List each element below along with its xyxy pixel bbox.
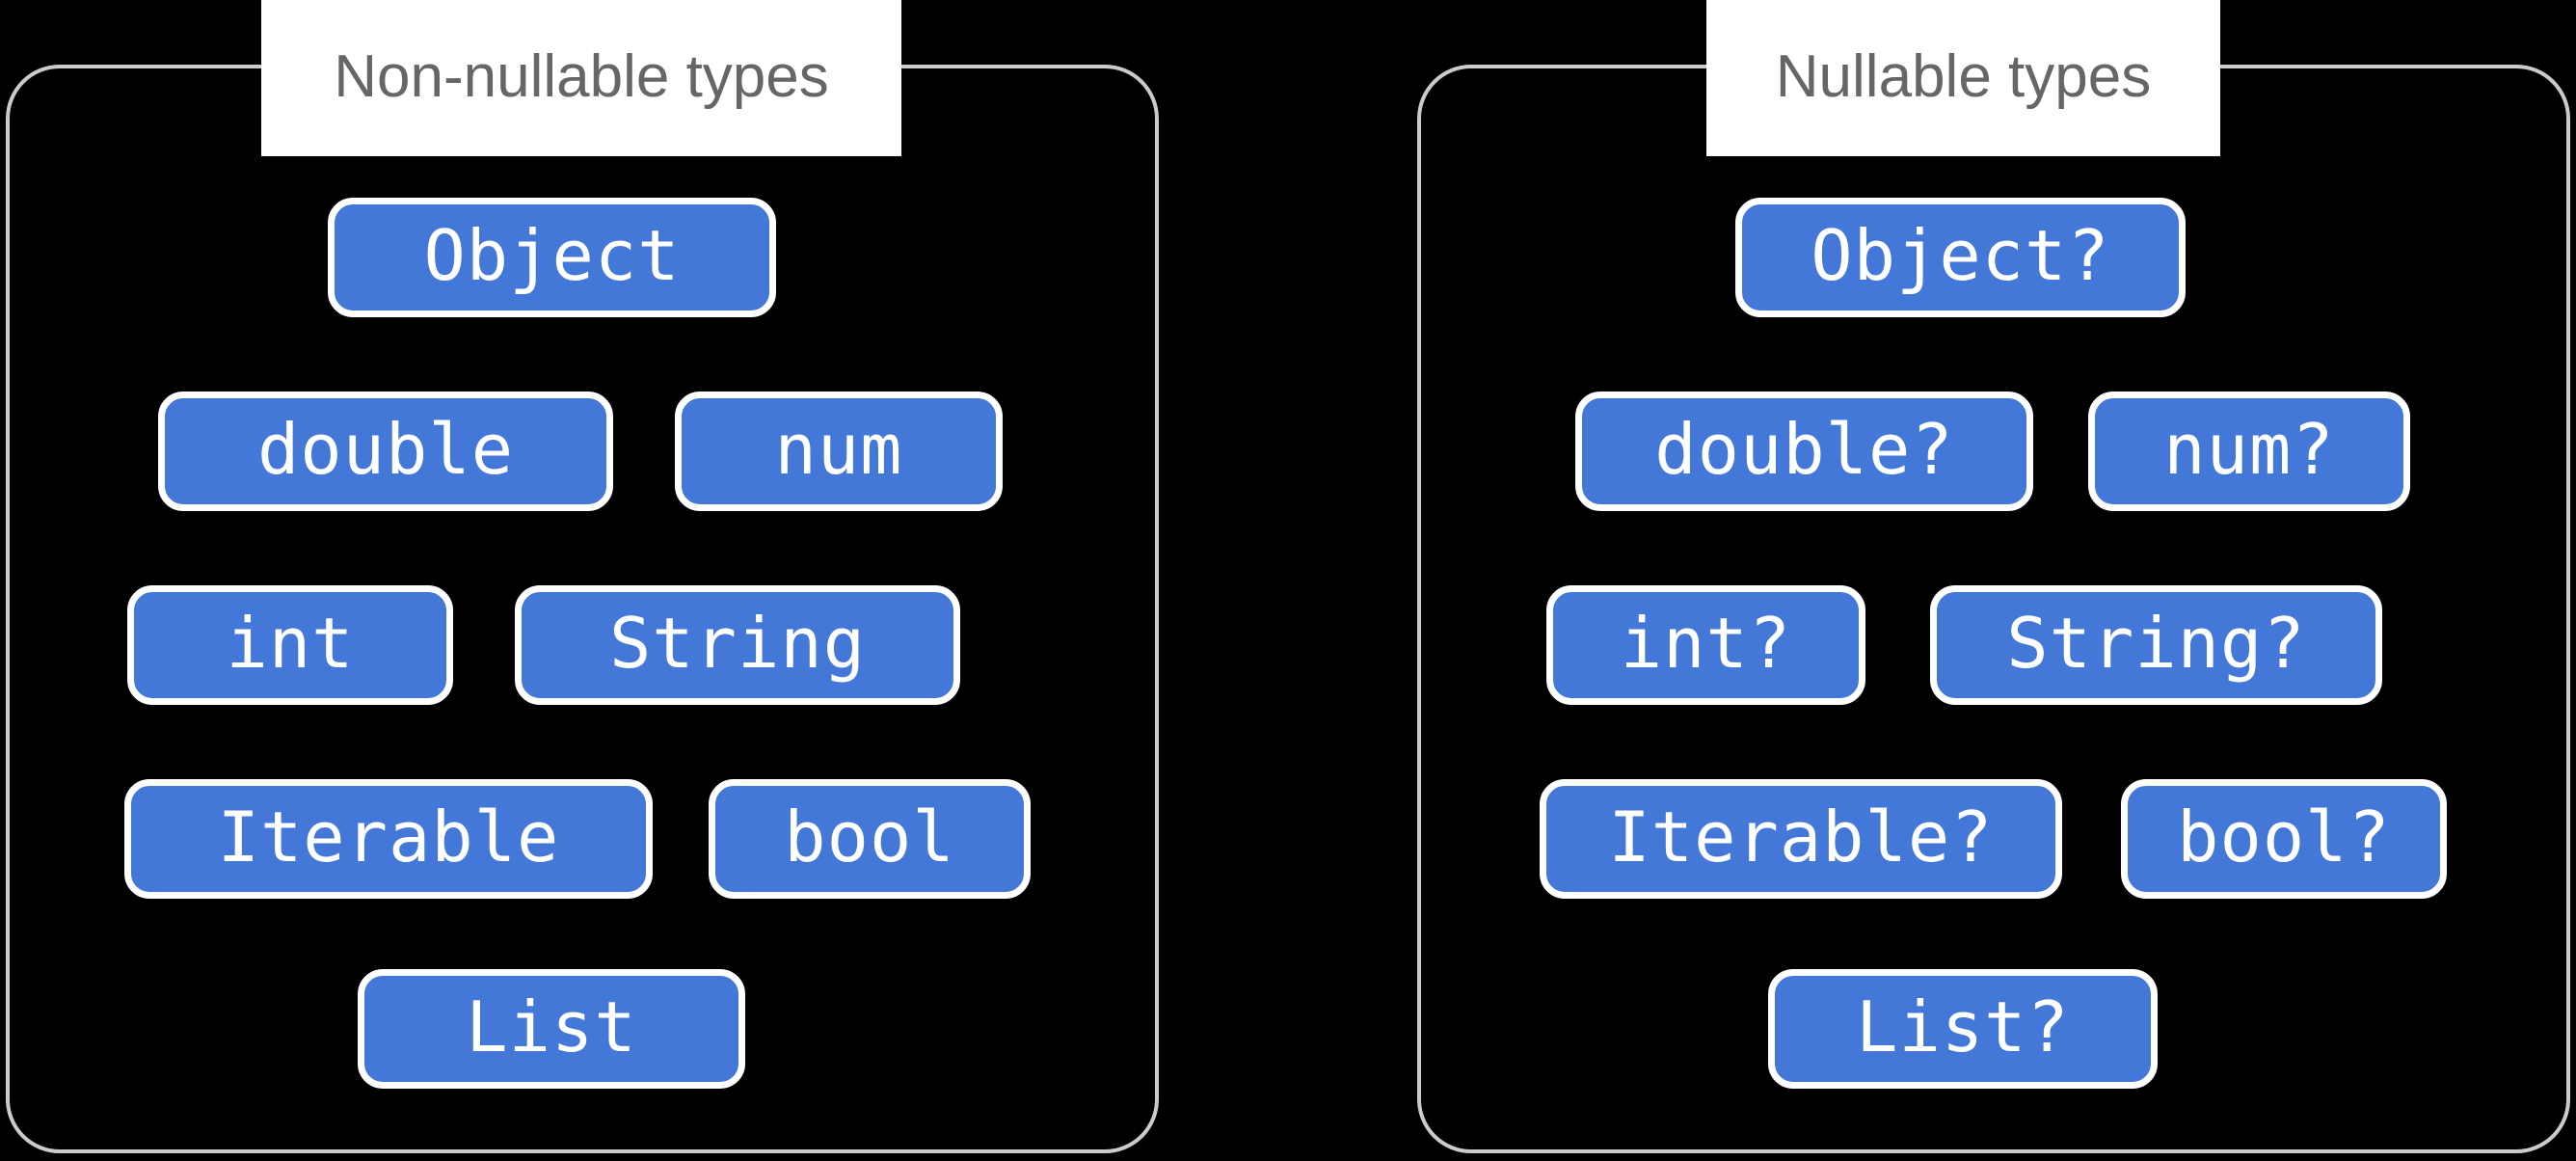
type-pill-bool: bool <box>709 779 1031 899</box>
type-pill-label: int <box>226 603 355 684</box>
type-pill-object: Object <box>328 198 776 317</box>
type-pill-label: List <box>466 986 637 1067</box>
type-pill-label: Iterable? <box>1608 796 1994 878</box>
type-pill-label: num <box>774 409 903 490</box>
non-nullable-title-tab: Non-nullable types <box>261 0 901 156</box>
type-pill-int: int <box>127 585 453 705</box>
type-pill-object-nullable: Object? <box>1735 198 2186 317</box>
type-pill-double: double <box>158 392 613 511</box>
nullable-title-tab: Nullable types <box>1706 0 2220 156</box>
type-pill-label: Iterable <box>217 796 560 878</box>
type-pill-label: bool <box>784 796 955 878</box>
type-pill-label: int? <box>1620 603 1792 684</box>
type-pill-num: num <box>675 392 1003 511</box>
type-pill-label: bool? <box>2177 796 2391 878</box>
type-pill-string: String <box>515 585 960 705</box>
type-pill-int-nullable: int? <box>1546 585 1865 705</box>
type-pill-label: double? <box>1654 409 1954 490</box>
type-pill-label: double <box>256 409 515 490</box>
type-pill-label: Object? <box>1811 215 2110 296</box>
type-pill-bool-nullable: bool? <box>2121 779 2447 899</box>
type-pill-label: num? <box>2163 409 2335 490</box>
type-pill-label: Object <box>423 215 681 296</box>
type-pill-iterable: Iterable <box>124 779 653 899</box>
type-pill-iterable-nullable: Iterable? <box>1540 779 2062 899</box>
nullable-title: Nullable types <box>1775 42 2152 110</box>
type-pill-string-nullable: String? <box>1930 585 2382 705</box>
type-pill-list: List <box>358 969 745 1089</box>
type-pill-label: String? <box>2006 603 2306 684</box>
type-pill-double-nullable: double? <box>1575 392 2033 511</box>
type-pill-label: List? <box>1856 986 2070 1067</box>
type-pill-num-nullable: num? <box>2088 392 2410 511</box>
type-pill-list-nullable: List? <box>1768 969 2158 1089</box>
non-nullable-title: Non-nullable types <box>334 42 829 110</box>
type-pill-label: String <box>608 603 867 684</box>
